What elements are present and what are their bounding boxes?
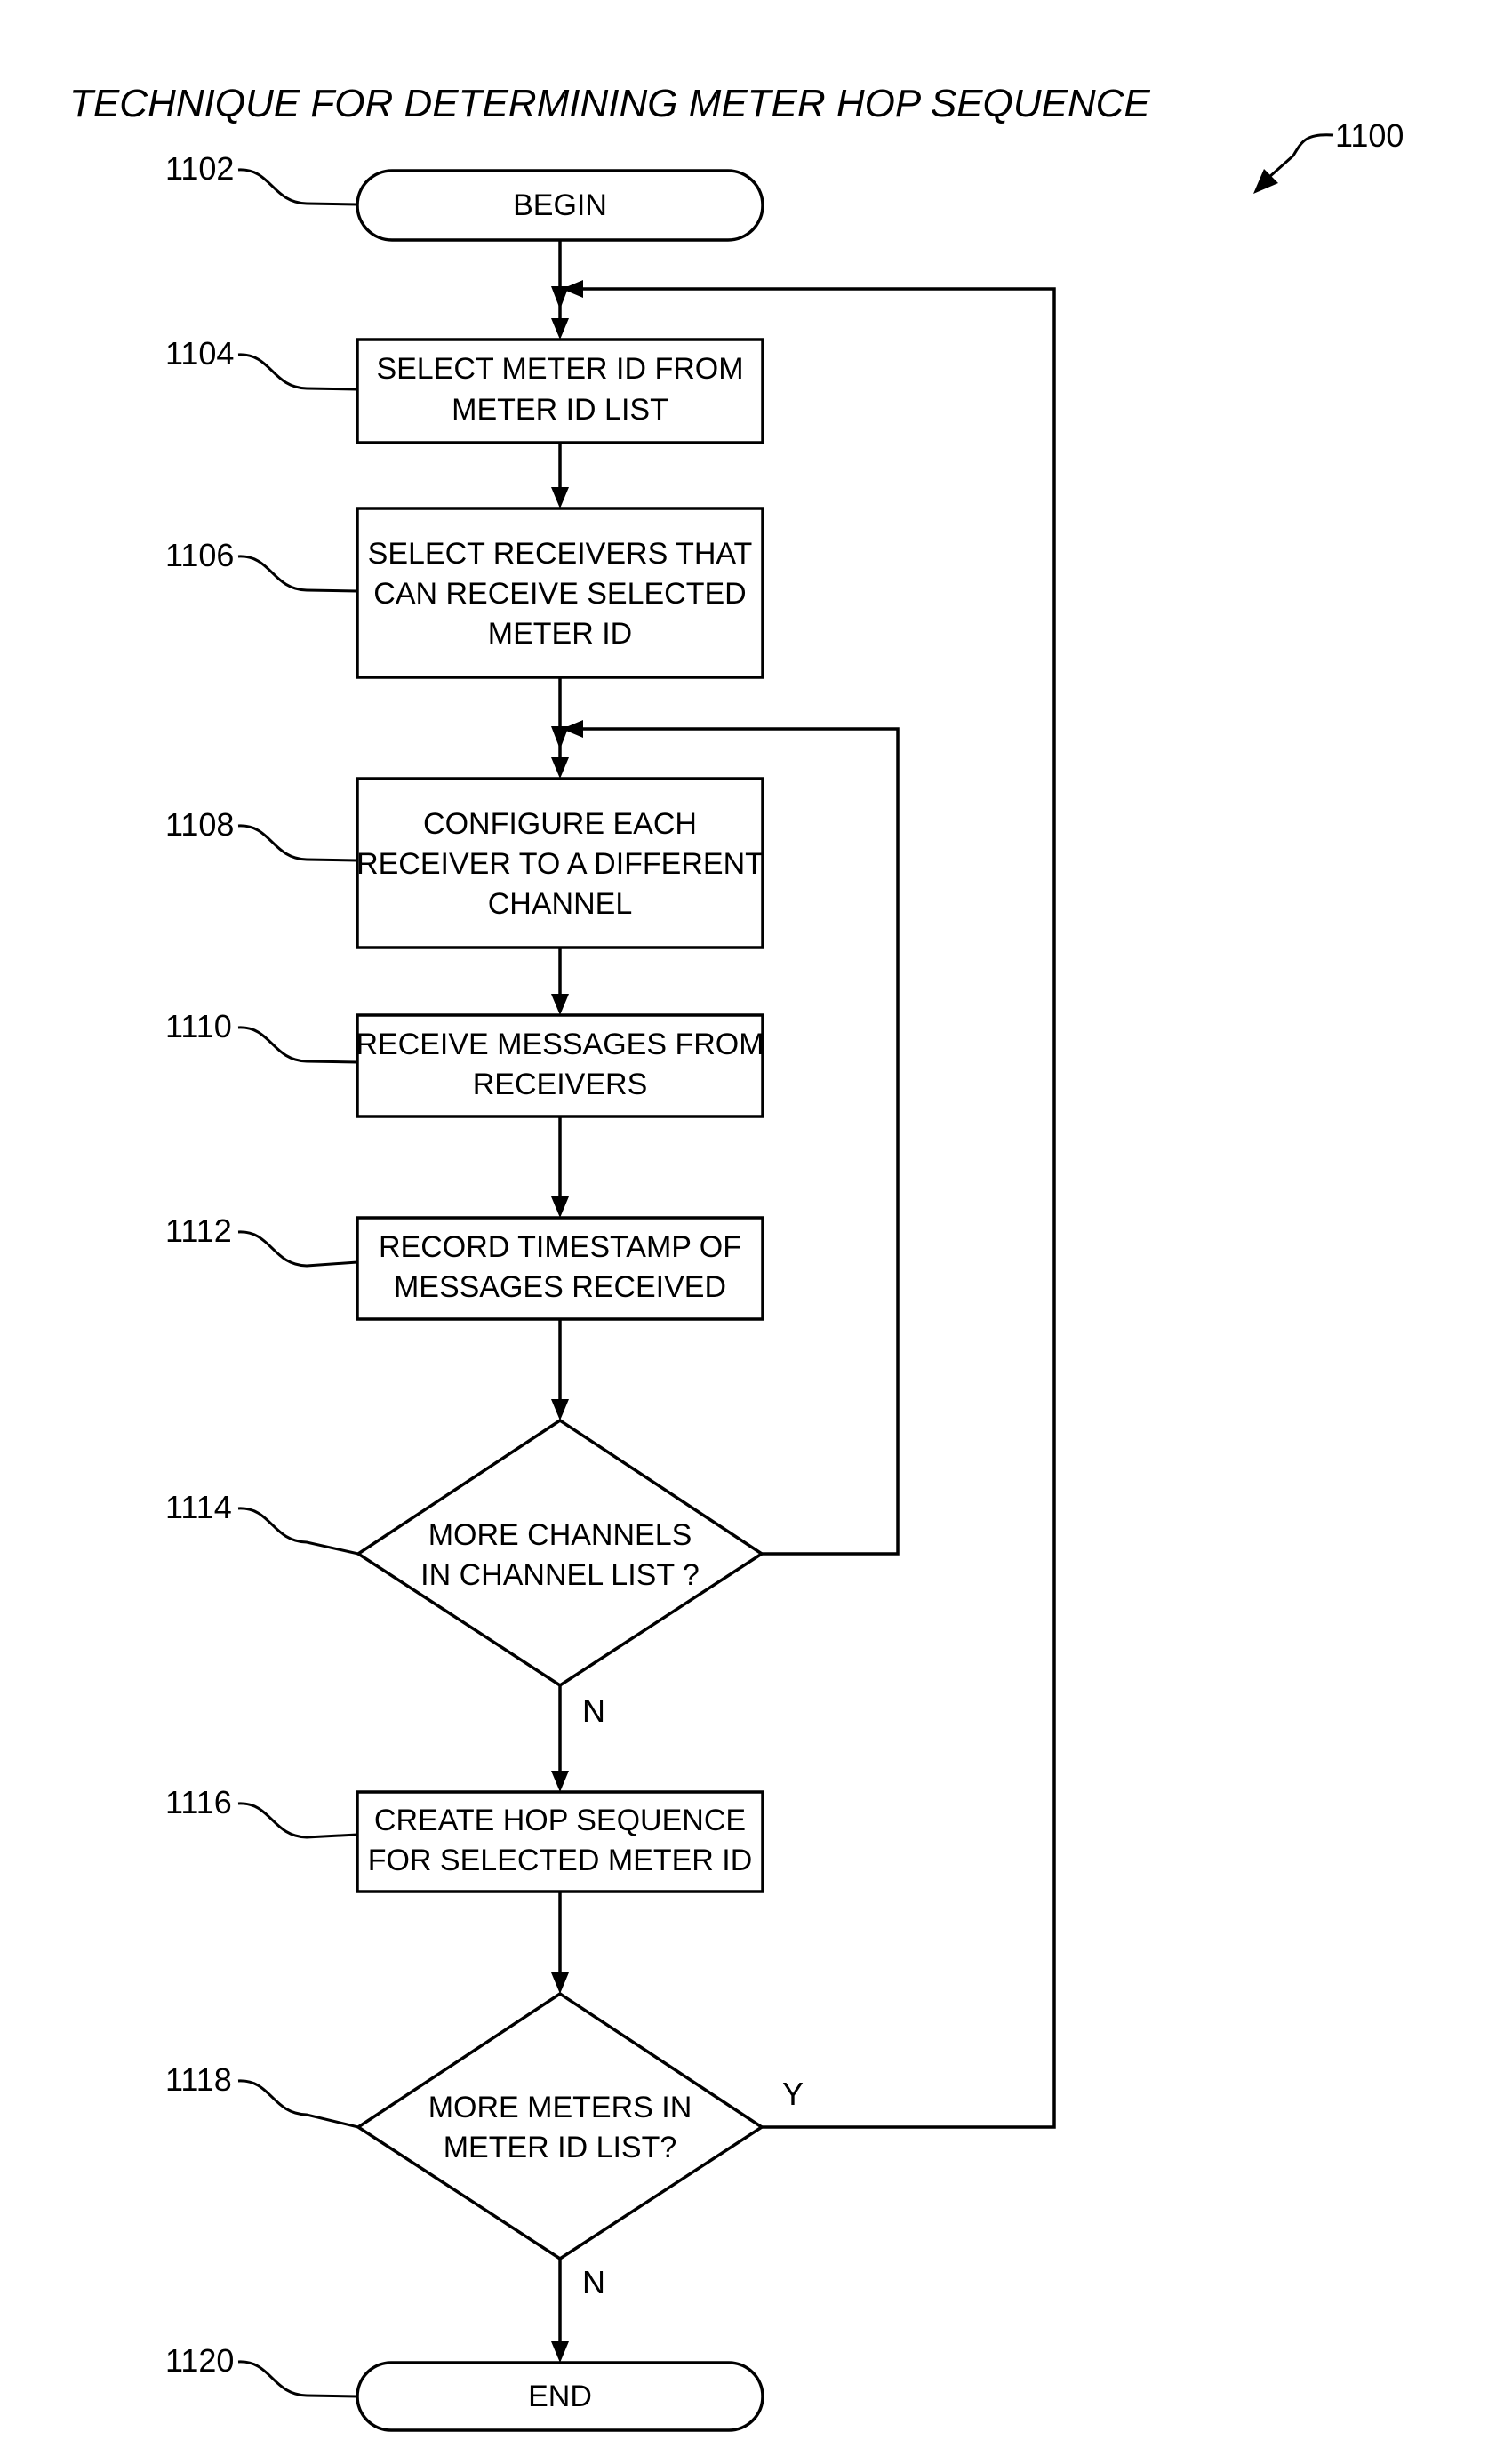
- node-record: RECORD TIMESTAMP OF MESSAGES RECEIVED: [357, 1218, 763, 1319]
- leader-1114: [238, 1508, 358, 1554]
- begin-label: BEGIN: [513, 188, 607, 222]
- ref-1110: 1110: [165, 1008, 232, 1044]
- figure-ref-label: 1100: [1335, 117, 1404, 154]
- select-receivers-line-2: CAN RECEIVE SELECTED: [373, 577, 746, 611]
- configure-line-1: CONFIGURE EACH: [423, 807, 697, 841]
- leader-1116: [238, 1804, 357, 1837]
- leader-1102: [238, 170, 357, 204]
- arrowhead-select-meter: [551, 318, 569, 340]
- more-channels-line-2: IN CHANNEL LIST ?: [420, 1558, 700, 1592]
- branch-label-channels-no: N: [582, 1692, 605, 1729]
- reference-numerals: 1102 1104 1106 1108 1110 1112 1114 1116 …: [165, 150, 358, 2396]
- diagram-title: TECHNIQUE FOR DETERMINING METER HOP SEQU…: [69, 82, 1150, 125]
- node-more-channels: MORE CHANNELS IN CHANNEL LIST ?: [358, 1420, 762, 1685]
- configure-line-3: CHANNEL: [488, 887, 632, 921]
- record-line-2: MESSAGES RECEIVED: [394, 1270, 726, 1304]
- create-hop-line-2: FOR SELECTED METER ID: [368, 1844, 753, 1877]
- select-meter-line-2: METER ID LIST: [452, 393, 668, 427]
- arrowhead-record: [551, 1196, 569, 1218]
- more-meters-line-1: MORE METERS IN: [428, 2091, 692, 2124]
- select-receivers-line-3: METER ID: [488, 617, 632, 651]
- ref-1108: 1108: [165, 806, 234, 843]
- more-channels-diamond: [358, 1420, 762, 1685]
- leader-1104: [238, 355, 357, 389]
- arrowhead-more-meters: [551, 1972, 569, 1994]
- select-receivers-line-1: SELECT RECEIVERS THAT: [368, 537, 753, 571]
- record-line-1: RECORD TIMESTAMP OF: [379, 1230, 741, 1264]
- ref-1112: 1112: [165, 1212, 232, 1249]
- ref-1106: 1106: [165, 537, 234, 573]
- node-receive: RECEIVE MESSAGES FROM RECEIVERS: [356, 1015, 764, 1116]
- configure-line-2: RECEIVER TO A DIFFERENT: [356, 847, 764, 881]
- leader-1112: [238, 1232, 357, 1266]
- node-configure: CONFIGURE EACH RECEIVER TO A DIFFERENT C…: [356, 779, 764, 948]
- more-channels-line-1: MORE CHANNELS: [428, 1518, 692, 1552]
- arrowhead-more-channels: [551, 1399, 569, 1420]
- node-select-receivers: SELECT RECEIVERS THAT CAN RECEIVE SELECT…: [357, 508, 763, 677]
- leader-1108: [238, 826, 357, 860]
- node-select-meter: SELECT METER ID FROM METER ID LIST: [357, 340, 763, 443]
- ref-1102: 1102: [165, 150, 234, 187]
- ref-1104: 1104: [165, 335, 234, 372]
- node-begin: BEGIN: [357, 171, 763, 240]
- branch-label-meters-yes: Y: [782, 2076, 804, 2112]
- node-create-hop: CREATE HOP SEQUENCE FOR SELECTED METER I…: [357, 1792, 763, 1892]
- leader-1120: [238, 2362, 357, 2396]
- ref-1114: 1114: [165, 1489, 232, 1525]
- leader-1118: [238, 2081, 358, 2127]
- leader-1106: [238, 556, 357, 591]
- arrowhead-end: [551, 2341, 569, 2363]
- receive-line-1: RECEIVE MESSAGES FROM: [356, 1028, 764, 1061]
- create-hop-line-1: CREATE HOP SEQUENCE: [374, 1804, 746, 1837]
- branch-label-meters-no: N: [582, 2264, 605, 2300]
- receive-line-2: RECEIVERS: [473, 1068, 648, 1101]
- more-meters-line-2: METER ID LIST?: [444, 2131, 677, 2164]
- node-end: END: [357, 2363, 763, 2430]
- arrowhead-configure: [551, 757, 569, 779]
- ref-1118: 1118: [165, 2061, 232, 2098]
- ref-1120: 1120: [165, 2342, 234, 2379]
- leader-1110: [238, 1028, 357, 1062]
- end-label: END: [528, 2380, 592, 2413]
- ref-1116: 1116: [165, 1784, 232, 1820]
- more-meters-diamond: [358, 1994, 762, 2259]
- arrowhead-receive: [551, 994, 569, 1015]
- arrowhead-select-receivers: [551, 487, 569, 508]
- select-meter-line-1: SELECT METER ID FROM: [376, 352, 743, 386]
- node-more-meters: MORE METERS IN METER ID LIST?: [358, 1994, 762, 2259]
- arrowhead-create-hop: [551, 1771, 569, 1792]
